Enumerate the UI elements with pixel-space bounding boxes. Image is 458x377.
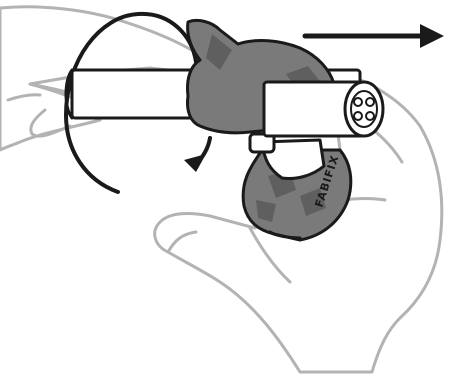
cable-cores [351,91,377,127]
rotation-arrow-head [184,138,210,172]
pull-direction-arrow [305,24,444,48]
